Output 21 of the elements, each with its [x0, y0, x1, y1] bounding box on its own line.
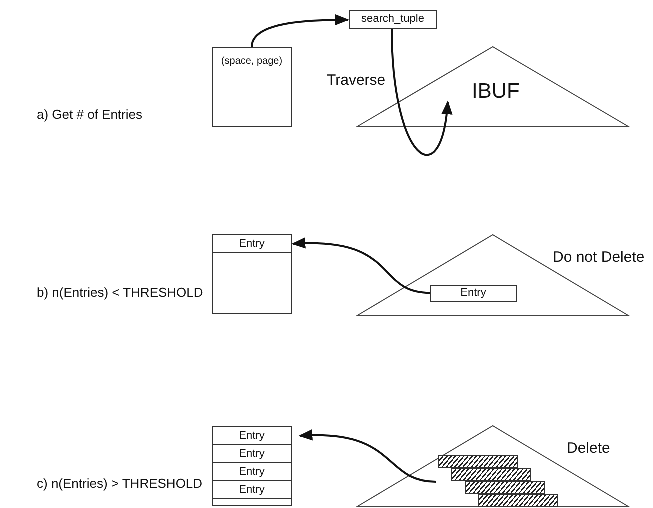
tree-triangle — [357, 426, 629, 507]
hatched-entry — [465, 481, 545, 494]
page-box: (space, page) — [212, 47, 292, 127]
key-box: search_tuple — [349, 10, 437, 29]
page-box: Entry — [430, 285, 517, 302]
hatched-entry — [438, 455, 518, 468]
tree-label: IBUF — [472, 80, 520, 104]
hatched-entry — [451, 468, 531, 481]
arrow — [251, 14, 350, 48]
arrow — [292, 238, 430, 294]
case-label: c) n(Entries) > THRESHOLD — [37, 476, 203, 491]
status-text: Do not Delete — [553, 249, 645, 266]
arrow — [298, 430, 436, 483]
edge-label: Traverse — [327, 73, 386, 88]
arrow — [391, 28, 452, 156]
hatched-entry — [478, 494, 558, 507]
status-text: Delete — [567, 440, 610, 457]
case-label: b) n(Entries) < THRESHOLD — [37, 285, 204, 300]
buffer-box — [212, 234, 292, 314]
buffer-box — [212, 426, 292, 506]
case-label: a) Get # of Entries — [37, 107, 142, 122]
